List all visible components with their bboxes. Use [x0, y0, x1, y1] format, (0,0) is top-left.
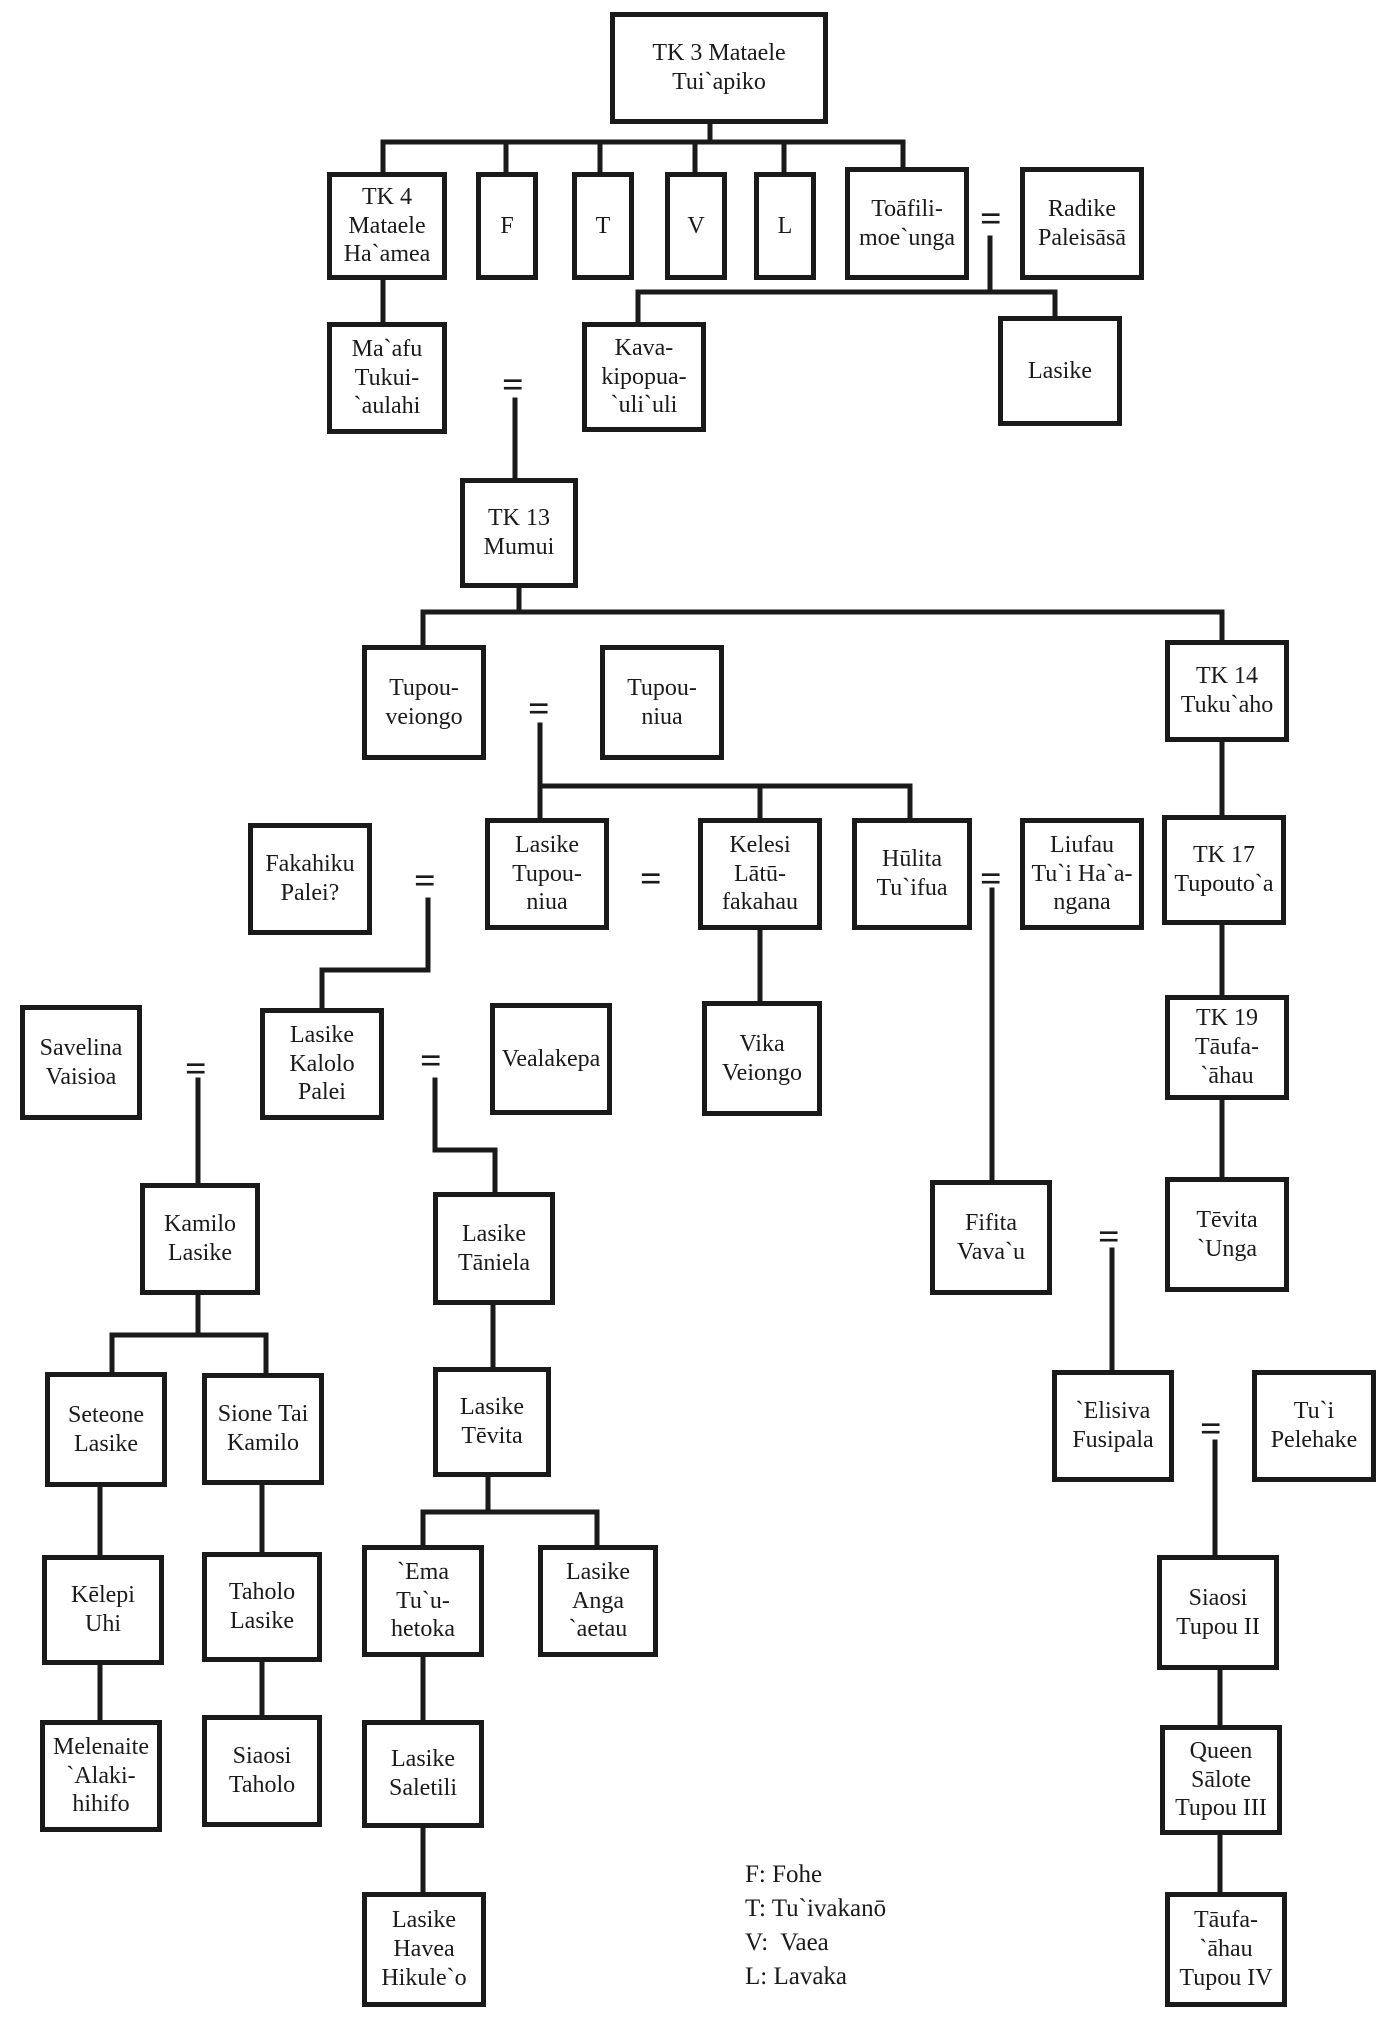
lasike-anga-aetau-node: Lasike Anga `aetau — [538, 1545, 658, 1657]
seteone-lasike-node: Seteone Lasike — [45, 1372, 167, 1487]
marriage-symbol: = — [1200, 1408, 1222, 1450]
tk17-tupoutoa-node: TK 17 Tupouto`a — [1162, 815, 1286, 925]
tui-pelehake-node: Tu`i Pelehake — [1252, 1370, 1376, 1482]
f-node: F — [476, 172, 538, 280]
hulita-tuifua-node: Hūlita Tu`ifua — [852, 818, 972, 930]
tk4-mataele-node: TK 4 Mataele Ha`amea — [327, 172, 447, 280]
tk19-taufaahau-node: TK 19 Tāufa- `āhau — [1165, 995, 1289, 1100]
lasike-kalolo-palei-node: Lasike Kalolo Palei — [260, 1008, 384, 1120]
legend-entry: L: Lavaka — [745, 1963, 848, 1990]
v-node: V — [665, 172, 727, 280]
legend-entry: V: Vaea — [745, 1929, 829, 1956]
marriage-symbol: = — [414, 860, 436, 902]
marriage-symbol: = — [980, 198, 1002, 240]
tupouveiongo-node: Tupou- veiongo — [362, 645, 486, 760]
marriage-symbol: = — [528, 688, 550, 730]
taufaahau-tupou-iv-node: Tāufa- `āhau Tupou IV — [1165, 1892, 1287, 2007]
siaosi-taholo-node: Siaosi Taholo — [202, 1715, 322, 1827]
sione-tai-kamilo-node: Sione Tai Kamilo — [202, 1373, 324, 1485]
siaosi-tupou-ii-node: Siaosi Tupou II — [1157, 1555, 1279, 1670]
legend-entry: T: Tu`ivakanō — [745, 1895, 887, 1922]
tk3-mataele-node: TK 3 Mataele Tui`apiko — [610, 12, 828, 124]
marriage-symbol: = — [420, 1040, 442, 1082]
lasike-tupouniua-node: Lasike Tupou- niua — [485, 818, 609, 930]
t-node: T — [572, 172, 634, 280]
elisiva-fusipala-node: `Elisiva Fusipala — [1052, 1370, 1174, 1482]
fakahiku-palei-node: Fakahiku Palei? — [248, 823, 372, 935]
fifita-vavau-node: Fifita Vava`u — [930, 1180, 1052, 1295]
tevita-unga-node: Tēvita `Unga — [1165, 1177, 1289, 1292]
toafilimoeunga-node: Toāfili- moe`unga — [845, 167, 969, 280]
marriage-symbol: = — [502, 364, 524, 406]
melenaite-alakihihifo-node: Melenaite `Alaki- hihifo — [40, 1720, 162, 1832]
tk13-mumui-node: TK 13 Mumui — [460, 478, 578, 588]
lasike-saletili-node: Lasike Saletili — [362, 1720, 484, 1828]
marriage-symbol: = — [185, 1048, 207, 1090]
liufau-tuihaangana-node: Liufau Tu`i Ha`a- ngana — [1020, 818, 1144, 930]
marriage-symbol: = — [640, 858, 662, 900]
legend-entry: F: Fohe — [745, 1861, 823, 1888]
queen-salote-tupou-iii-node: Queen Sālote Tupou III — [1160, 1725, 1282, 1835]
radike-paleisasa-node: Radike Paleisāsā — [1020, 167, 1144, 280]
legend: F: Fohe T: Tu`ivakanō V: Vaea L: Lavaka — [745, 1858, 886, 1994]
kavakipopua-node: Kava- kipopua- `uli`uli — [582, 322, 706, 432]
kelesi-latufakahau-node: Kelesi Lātū- fakahau — [698, 818, 822, 930]
lasike-node: Lasike — [998, 316, 1122, 426]
maafu-node: Ma`afu Tukui- `aulahi — [327, 322, 447, 434]
kelepi-uhi-node: Kēlepi Uhi — [42, 1555, 164, 1665]
ema-tuuhetoka-node: `Ema Tu`u- hetoka — [362, 1545, 484, 1657]
savelina-vaisioa-node: Savelina Vaisioa — [20, 1005, 142, 1120]
lasike-taniela-node: Lasike Tāniela — [433, 1192, 555, 1305]
lasike-havea-hikuleo-node: Lasike Havea Hikule`o — [362, 1892, 486, 2007]
tk14-tukuaho-node: TK 14 Tuku`aho — [1165, 640, 1289, 742]
lasike-tevita-node: Lasike Tēvita — [433, 1367, 551, 1477]
vika-veiongo-node: Vika Veiongo — [702, 1001, 822, 1116]
l-node: L — [754, 172, 816, 280]
taholo-lasike-node: Taholo Lasike — [202, 1552, 322, 1662]
kamilo-lasike-node: Kamilo Lasike — [140, 1183, 260, 1295]
tupouniua-node: Tupou- niua — [600, 645, 724, 760]
marriage-symbol: = — [1098, 1216, 1120, 1258]
marriage-symbol: = — [980, 858, 1002, 900]
vealakepa-node: Vealakepa — [490, 1003, 612, 1115]
